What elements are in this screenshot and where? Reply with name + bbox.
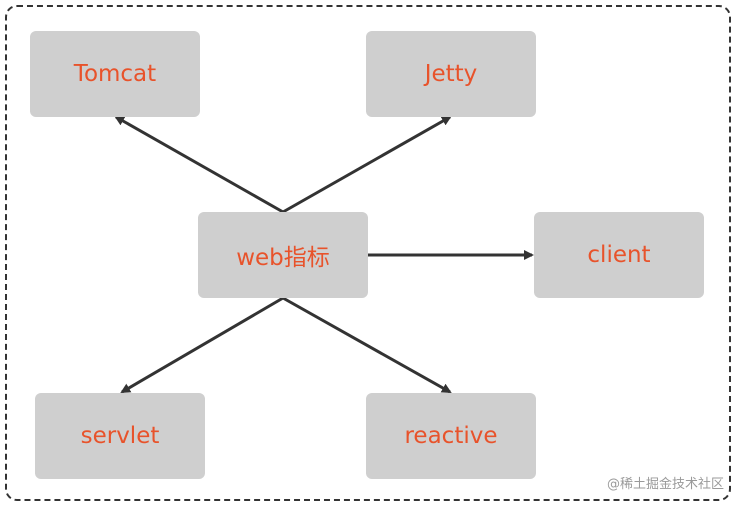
diagram-frame — [5, 5, 731, 501]
edge-web-to-jetty — [282, 115, 452, 214]
node-servlet: servlet — [35, 393, 205, 479]
node-jetty-label: Jetty — [424, 61, 478, 87]
node-tomcat-label: Tomcat — [73, 61, 157, 87]
watermark: @稀土掘金技术社区 — [606, 477, 724, 492]
node-web-metrics: web指标 — [198, 212, 368, 298]
node-client: client — [534, 212, 704, 298]
node-client-label: client — [587, 242, 651, 268]
edge-web-to-reactive — [282, 296, 452, 394]
node-reactive: reactive — [366, 393, 536, 479]
node-servlet-label: servlet — [80, 423, 160, 449]
edge-web-to-tomcat — [114, 115, 284, 214]
node-reactive-label: reactive — [404, 423, 498, 449]
node-tomcat: Tomcat — [30, 31, 200, 117]
node-web-metrics-label: web指标 — [236, 245, 330, 271]
node-jetty: Jetty — [366, 31, 536, 117]
edge-web-to-servlet — [120, 296, 284, 394]
